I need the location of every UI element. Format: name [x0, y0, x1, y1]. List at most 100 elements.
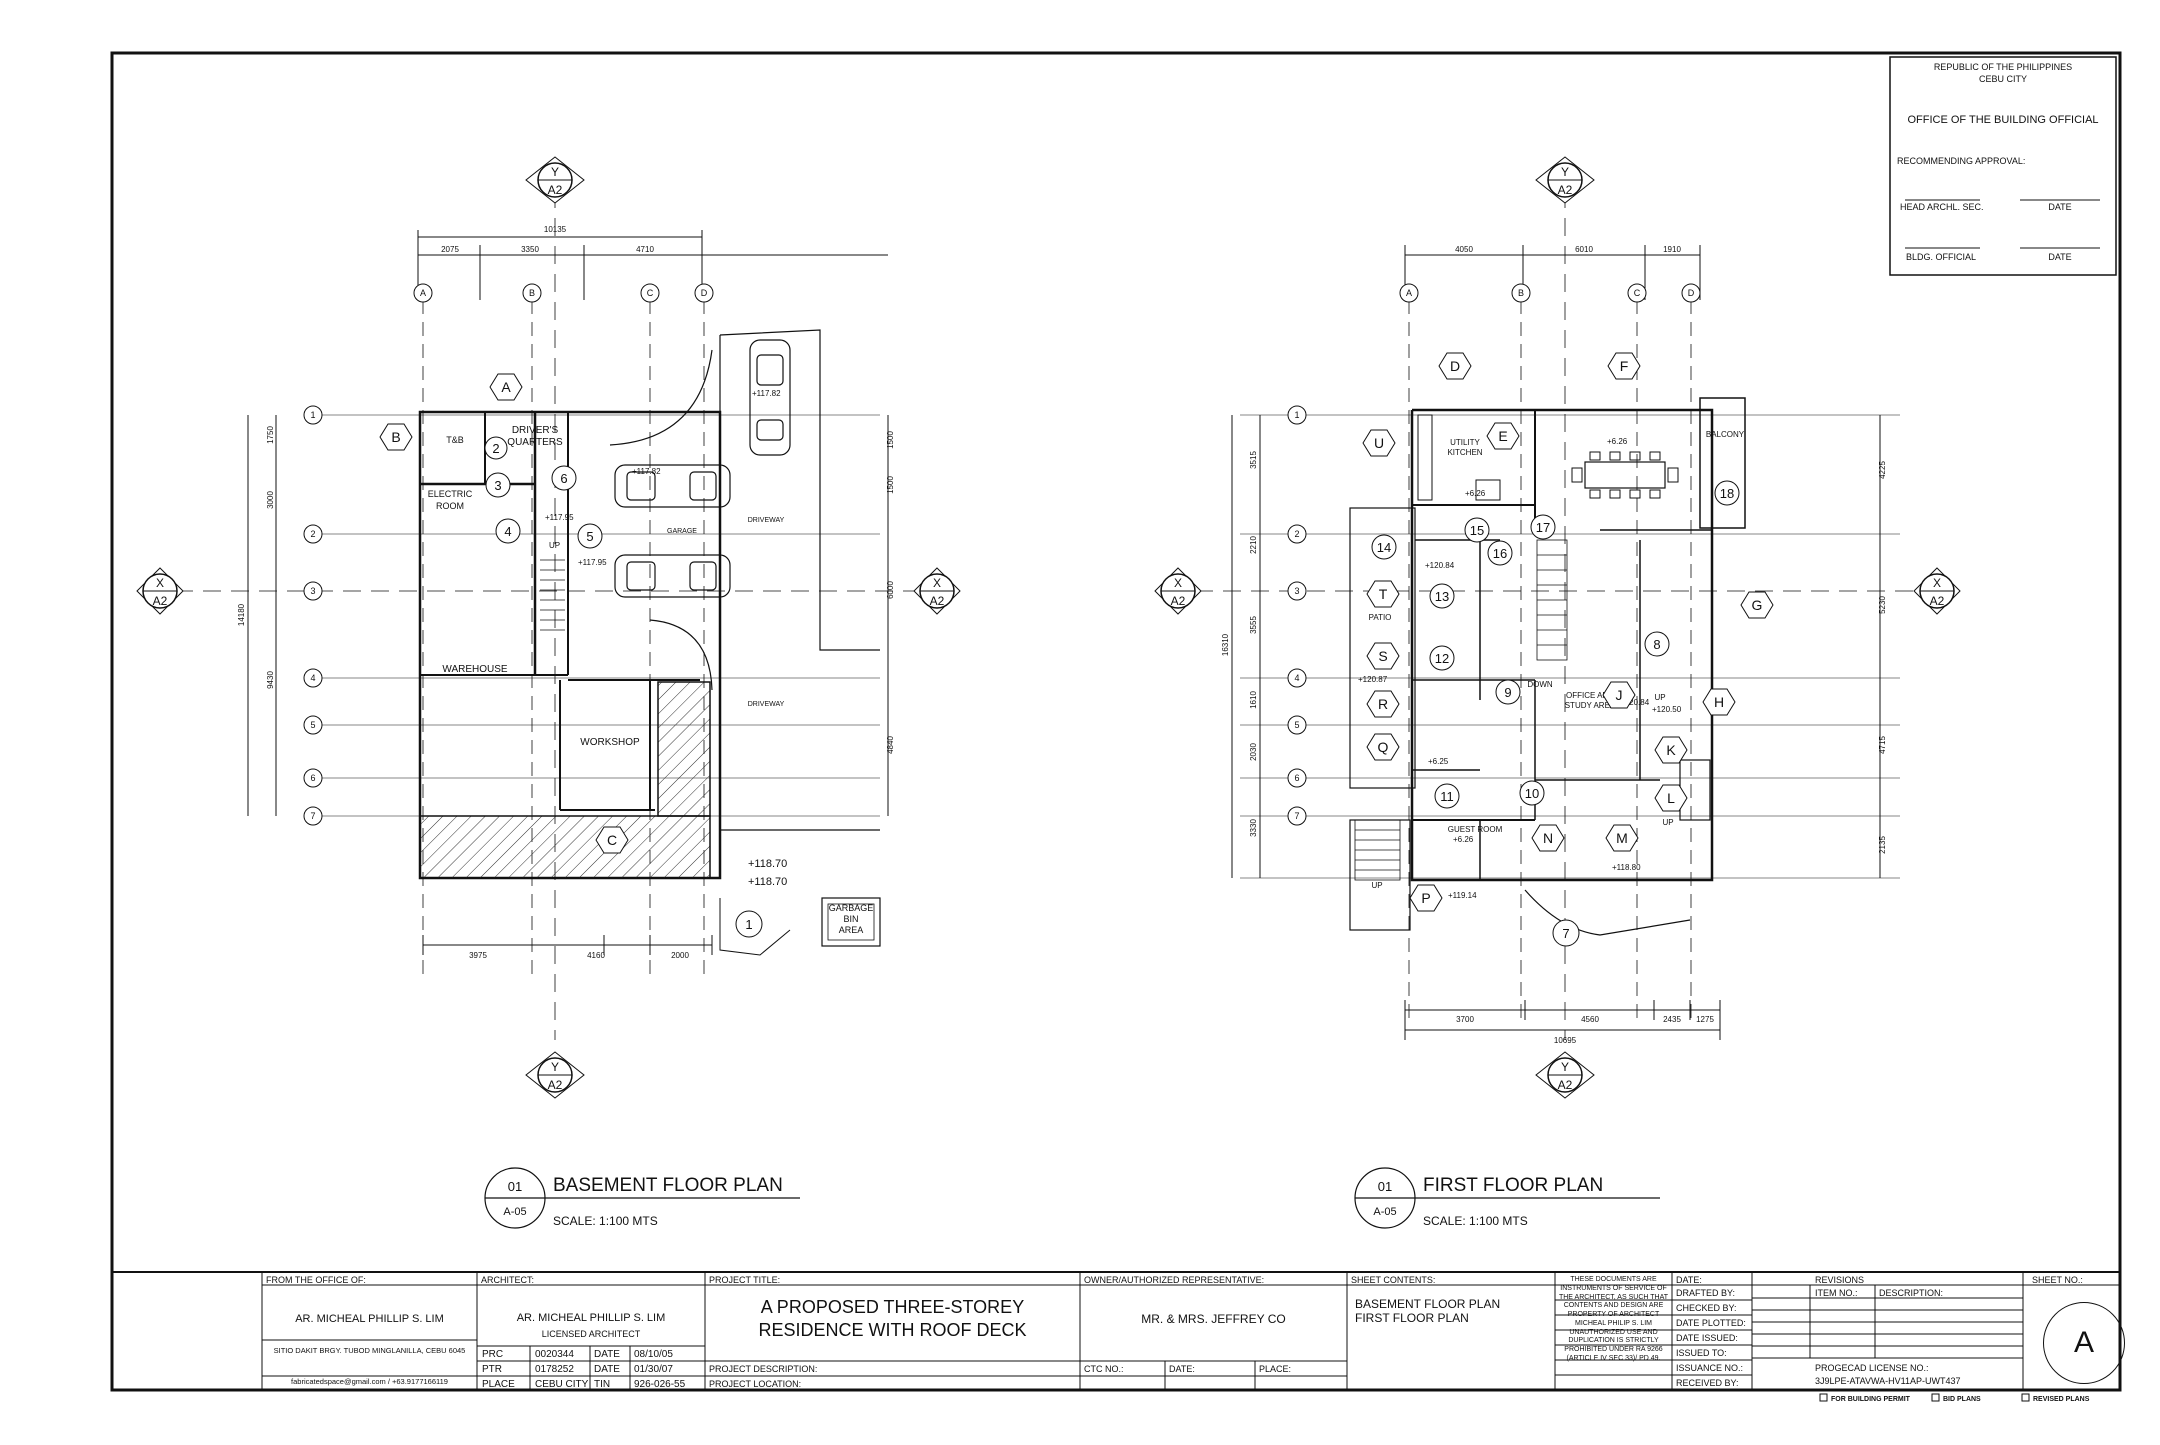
bsmt-room-garage: GARAGE [667, 528, 697, 535]
ff-tag-u: U [1374, 435, 1384, 451]
ff-grid-row-6: 6 [1294, 773, 1299, 783]
ff-dim-right-2: 5230 [1878, 596, 1887, 614]
tb-contents-2: FIRST FLOOR PLAN [1355, 1311, 1469, 1325]
approval-republic: REPUBLIC OF THE PHILIPPINES [1934, 62, 2072, 72]
car-3 [614, 554, 731, 598]
ff-dim-right-3: 4715 [1878, 736, 1887, 754]
approval-head: HEAD ARCHL. SEC. [1900, 202, 1984, 212]
sheet-border [110, 51, 2122, 1392]
bsmt-circle-3: 3 [494, 478, 501, 493]
bsmt-x-left-ref: A2 [153, 594, 168, 608]
tb-license: 3J9LPE-ATAVWA-HV11AP-UWT437 [1815, 1376, 1961, 1386]
ff-y-bottom-ref: A2 [1558, 1078, 1573, 1092]
ff-level-9: +119.14 [1448, 891, 1477, 900]
bsmt-grid-row-6: 6 [310, 773, 315, 783]
tb-date2-label: DATE [594, 1364, 620, 1375]
ff-scale: SCALE: 1:100 MTS [1423, 1214, 1528, 1228]
ff-level-5: +120.50 [1652, 705, 1682, 714]
tb-from-name: AR. MICHEAL PHILLIP S. LIM [295, 1313, 444, 1325]
tb-revisions: REVISIONS [1815, 1275, 1865, 1285]
ff-level-1: +6.26 [1607, 437, 1628, 446]
ff-dim-right-1: 4225 [1878, 461, 1887, 479]
tb-owner-label: OWNER/AUTHORIZED REPRESENTATIVE: [1084, 1275, 1265, 1285]
tb-tin-label: TIN [594, 1379, 611, 1390]
approval-official: BLDG. OFFICIAL [1906, 252, 1976, 262]
bsmt-title-sheet: A-05 [503, 1206, 526, 1218]
ff-dim-left-5: 2030 [1249, 743, 1258, 761]
tb-from-address: SITIO DAKIT BRGY. TUBOD MINGLANILLA, CEB… [273, 1346, 466, 1355]
tb-architect-title: LICENSED ARCHITECT [541, 1329, 641, 1339]
bsmt-dim-top-3: 4710 [636, 245, 654, 254]
tb-contents-1: BASEMENT FLOOR PLAN [1355, 1297, 1501, 1311]
tb-date2: 01/30/07 [634, 1364, 673, 1375]
ff-y-bottom-letter: Y [1561, 1060, 1569, 1074]
chk-bid-plans: BID PLANS [1943, 1396, 1981, 1403]
ff-tag-l: L [1667, 790, 1675, 806]
bsmt-circle-6: 6 [560, 471, 567, 486]
ff-circle-8: 8 [1653, 637, 1660, 652]
bsmt-grid-col-c: C [647, 288, 654, 298]
ff-circle-14: 14 [1377, 540, 1391, 555]
approval-office: OFFICE OF THE BUILDING OFFICIAL [1907, 114, 2098, 126]
bsmt-level-6: +118.70 [748, 876, 787, 888]
basement-floor-plan [175, 190, 920, 1040]
ff-grid-col-b: B [1518, 288, 1524, 298]
ff-dim-left-6: 3330 [1249, 819, 1258, 837]
ff-level-6: +6.25 [1428, 757, 1449, 766]
ff-up-1: UP [1654, 693, 1665, 702]
bsmt-grid-col-a: A [420, 288, 426, 298]
ff-title-sheet: A-05 [1373, 1206, 1396, 1218]
ff-x-right-ref: A2 [1930, 594, 1945, 608]
ff-section-markers: YA2 YA2 XA2 XA2 [1154, 156, 1961, 1099]
ff-grid-row-3: 3 [1294, 586, 1299, 596]
bsmt-dim-left-3: 9430 [266, 671, 275, 689]
ff-circle-11: 11 [1440, 789, 1454, 804]
bsmt-grid-row-5: 5 [310, 720, 315, 730]
bsmt-dim-right-4: 4840 [886, 736, 895, 754]
ff-circle-7: 7 [1562, 926, 1569, 941]
ff-tag-e: E [1498, 428, 1507, 444]
bsmt-circle-2: 2 [492, 441, 499, 456]
bsmt-grid-row-7: 7 [310, 811, 315, 821]
bsmt-title: BASEMENT FLOOR PLAN [553, 1175, 783, 1196]
bsmt-dim-overall: 10135 [544, 225, 567, 234]
bsmt-y-top-letter: Y [551, 165, 559, 179]
bsmt-room-room: ROOM [436, 501, 464, 511]
tb-project-title-label: PROJECT TITLE: [709, 1275, 781, 1285]
tb-license-label: PROGECAD LICENSE NO.: [1815, 1363, 1929, 1373]
tb-date-label: DATE: [1169, 1364, 1195, 1374]
ff-level-8: +118.80 [1612, 863, 1641, 872]
ff-level-2: +6.26 [1465, 489, 1486, 498]
bsmt-room-driveway-1: DRIVEWAY [748, 517, 785, 524]
ff-x-left-ref: A2 [1171, 594, 1186, 608]
ff-grid-row-7: 7 [1294, 811, 1299, 821]
ff-dim-bottom-3: 2435 [1663, 1015, 1681, 1024]
ff-dim-left-overall: 16310 [1221, 633, 1230, 656]
bsmt-circle-5: 5 [586, 529, 593, 544]
bsmt-dim-bottom-2: 4160 [587, 951, 605, 960]
ff-tag-m: M [1616, 830, 1628, 846]
tb-project-loc-label: PROJECT LOCATION: [709, 1379, 802, 1389]
bsmt-dim-left-overall: 14180 [237, 603, 246, 626]
bsmt-up: UP [549, 541, 560, 550]
title-block-grid [261, 1272, 2120, 1390]
ff-circle-16: 16 [1493, 546, 1507, 561]
bsmt-dim-top-1: 2075 [441, 245, 459, 254]
approval-city: CEBU CITY [1979, 74, 2027, 84]
bsmt-room-tb: T&B [446, 435, 464, 445]
ff-room-office: OFFICE AND [1566, 691, 1614, 700]
ff-grid-row-1: 1 [1294, 410, 1299, 420]
bsmt-dim-left-2: 3000 [266, 491, 275, 509]
tb-issuance: ISSUANCE NO.: [1676, 1363, 1744, 1373]
tb-tin: 926-026-55 [634, 1379, 686, 1390]
tb-from-contact: fabricatedspace@gmail.com / +63.91771661… [291, 1377, 448, 1386]
ff-room-kitchen: KITCHEN [1447, 448, 1482, 457]
ff-circle-12: 12 [1435, 651, 1449, 666]
tb-ptr-label: PTR [482, 1364, 502, 1375]
ff-dim-bottom-2: 4560 [1581, 1015, 1599, 1024]
ff-dim-left-3: 3555 [1249, 616, 1258, 634]
tb-architect-name: AR. MICHEAL PHILLIP S. LIM [516, 1312, 666, 1324]
ff-up-2: UP [1662, 818, 1673, 827]
bsmt-garbage-3: AREA [839, 925, 864, 935]
bsmt-grid-col-d: D [701, 288, 708, 298]
